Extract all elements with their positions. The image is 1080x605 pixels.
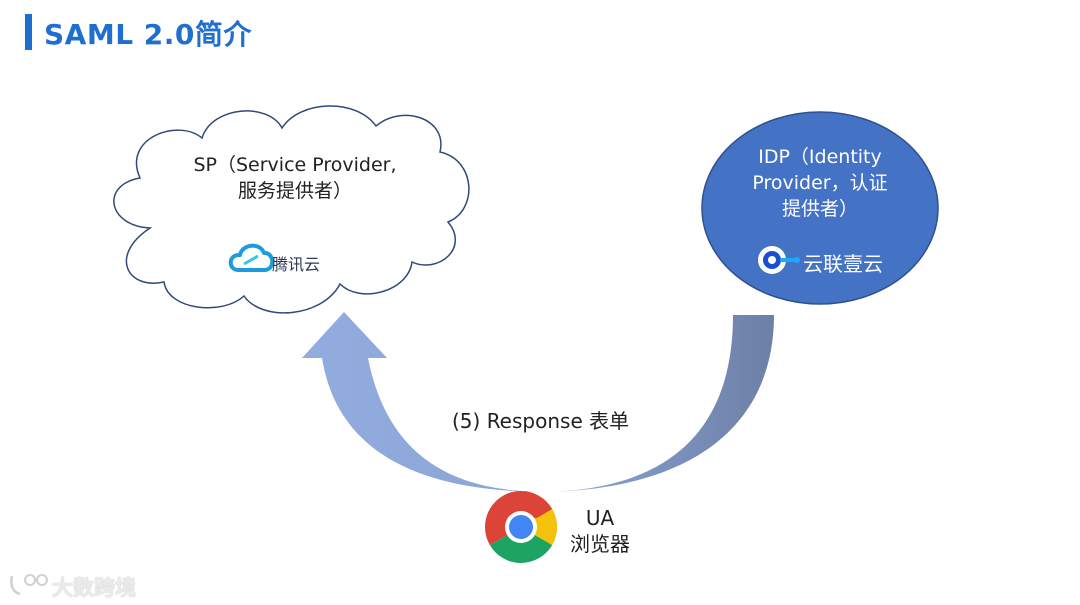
sp-label-line1: SP（Service Provider, [193, 154, 397, 176]
idp-label-line3: 提供者） [781, 198, 858, 220]
idp-label-line1: IDP（Identity [758, 146, 882, 168]
idp-label: IDP（Identity Provider，认证 提供者） [735, 144, 905, 222]
watermark-logo-icon [10, 574, 48, 596]
browser-label-line1: UA [585, 506, 615, 530]
chrome-icon [484, 490, 558, 564]
yunlian-logo-icon [758, 246, 800, 274]
sp-label: SP（Service Provider, 服务提供者） [180, 152, 410, 204]
yunlian-logo-text: 云联壹云 [803, 252, 883, 276]
sp-cloud [113, 105, 470, 314]
page-title: SAML 2.0简介 [44, 18, 252, 51]
watermark-text: 大数跨境 [52, 576, 136, 600]
browser-label: UA 浏览器 [570, 505, 630, 557]
response-flow-label: (5) Response 表单 [452, 409, 630, 433]
idp-label-line2: Provider，认证 [752, 172, 888, 194]
tencent-cloud-icon [228, 243, 275, 272]
browser-label-line2: 浏览器 [570, 532, 630, 556]
tencent-cloud-logo-text: 腾讯云 [272, 255, 321, 274]
response-flow-arrow [302, 312, 774, 492]
sp-label-line2: 服务提供者） [237, 180, 352, 202]
title-accent-bar [25, 14, 32, 50]
